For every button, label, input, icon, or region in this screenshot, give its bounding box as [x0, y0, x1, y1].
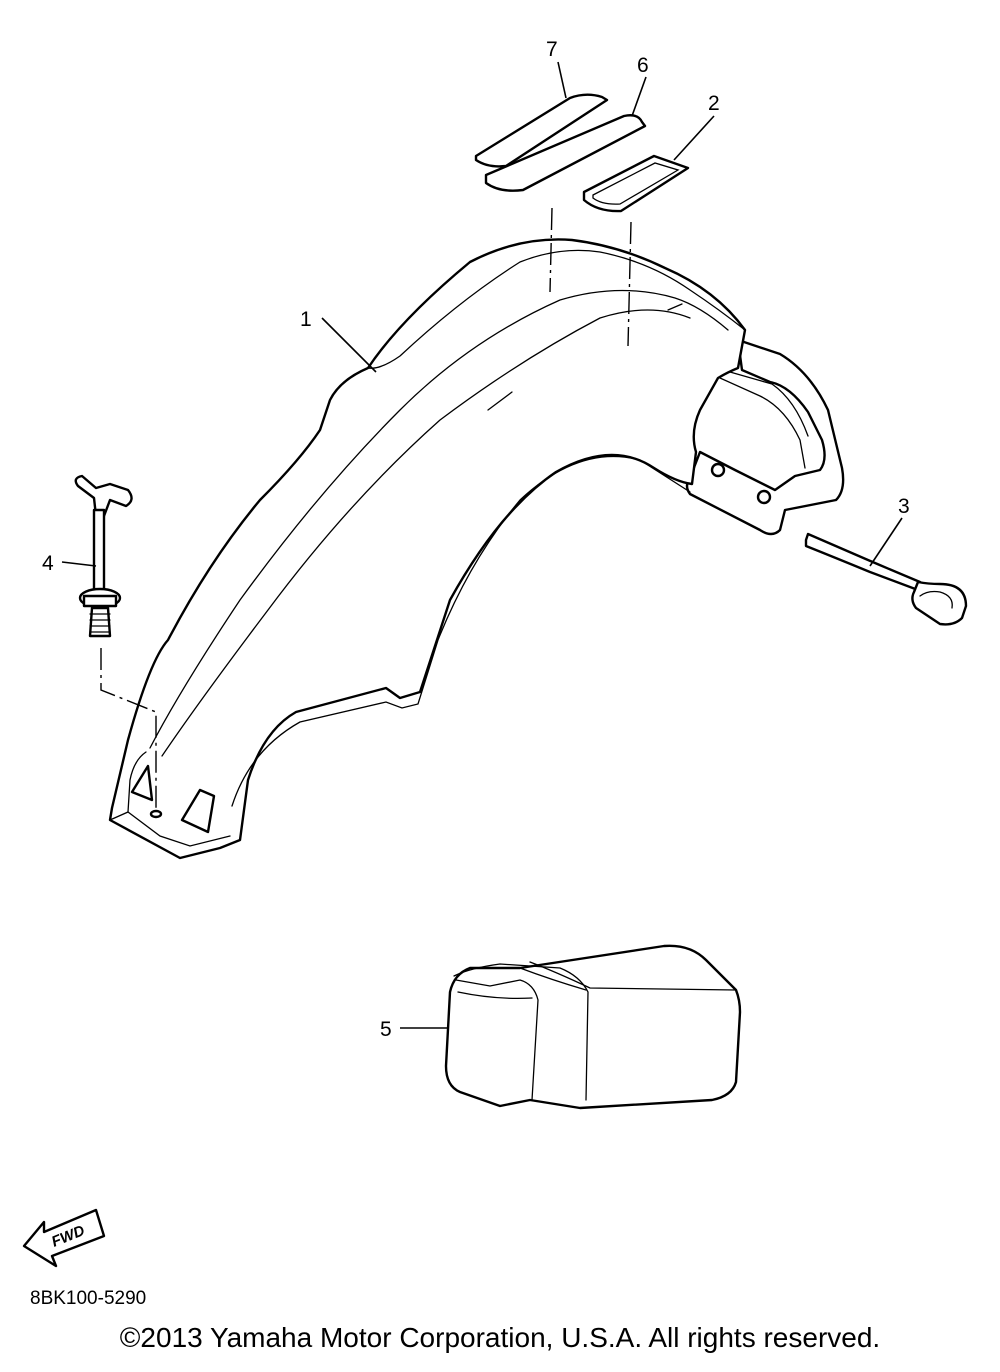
callout-2: 2 — [708, 92, 720, 115]
diagram-code: 8BK100-5290 — [30, 1288, 147, 1309]
leader-2 — [673, 115, 715, 161]
fender-cover-1 — [108, 238, 845, 860]
assembly-line-bolt — [100, 648, 157, 808]
assembly-line-emblem — [627, 221, 632, 347]
cushion-5 — [444, 944, 742, 1110]
copyright-notice: ©2013 Yamaha Motor Corporation, U.S.A. A… — [119, 1322, 881, 1353]
sticker-7 — [474, 93, 609, 168]
leader-7 — [557, 61, 567, 99]
hook-rod-3 — [804, 532, 968, 626]
callout-1: 1 — [300, 308, 312, 331]
forward-arrow-icon: FWD — [22, 1208, 106, 1268]
callout-6: 6 — [637, 54, 649, 77]
wing-bolt-4 — [74, 474, 133, 638]
sticker-6 — [484, 114, 647, 192]
leader-6 — [631, 76, 647, 117]
leader-3 — [869, 517, 903, 567]
assembly-line-sticker — [549, 207, 553, 293]
leader-4 — [61, 561, 97, 567]
callout-5: 5 — [380, 1018, 392, 1041]
callout-4: 4 — [42, 552, 54, 575]
callout-7: 7 — [546, 38, 558, 61]
callout-3: 3 — [898, 495, 910, 518]
leader-1 — [321, 317, 377, 373]
emblem-2 — [582, 154, 690, 213]
